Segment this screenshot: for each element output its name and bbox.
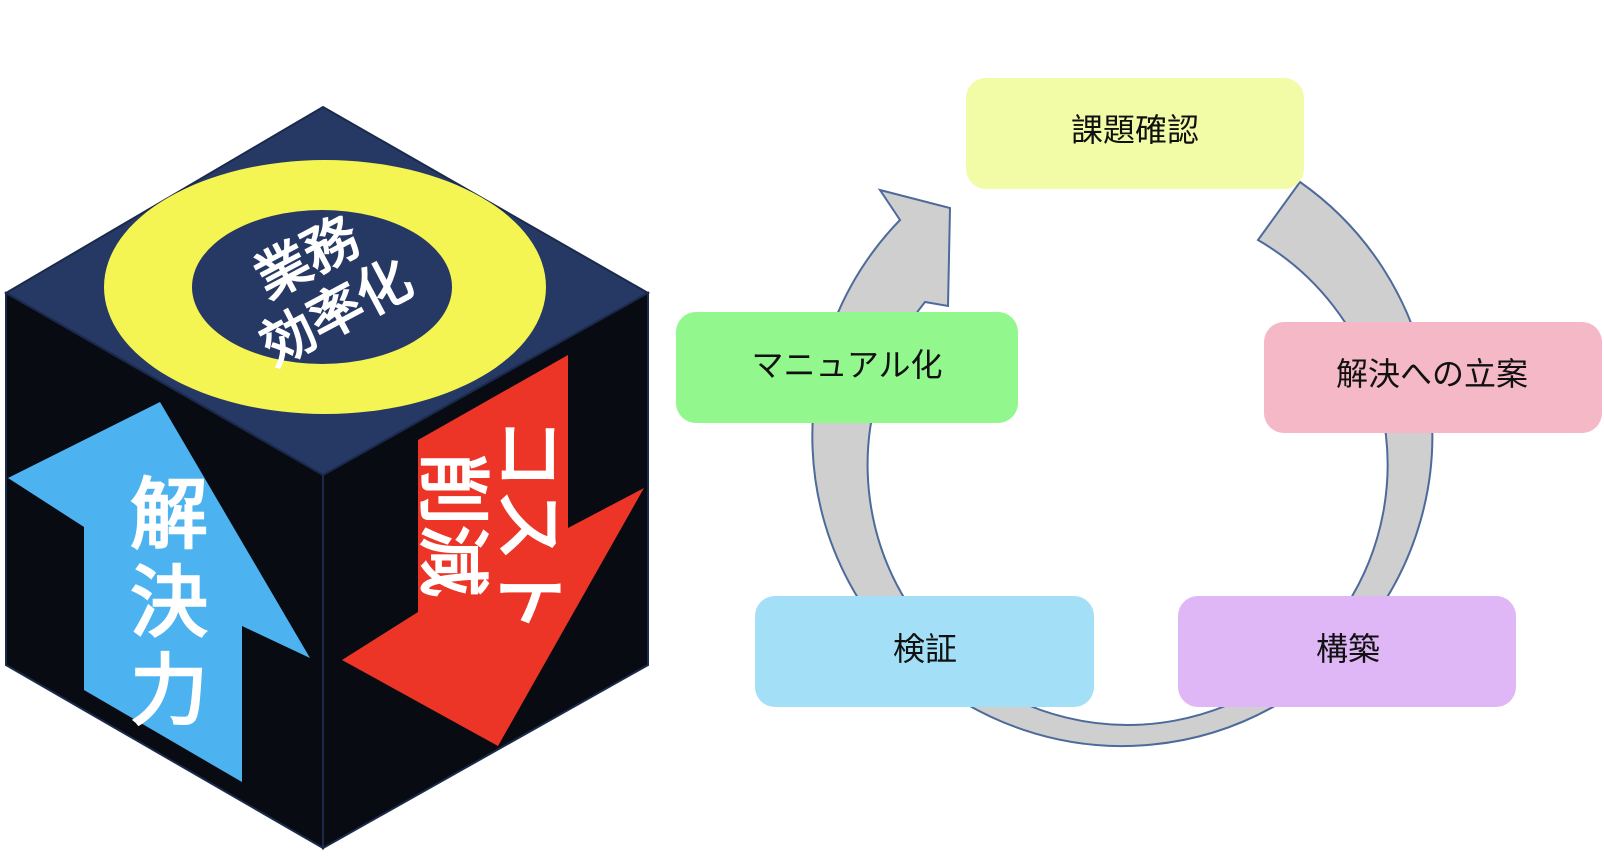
cycle-box-4-label: 検証 bbox=[893, 630, 957, 668]
cube-right-label-line2: 削減 bbox=[410, 453, 494, 597]
cycle-box-5-rect bbox=[676, 312, 1018, 423]
cycle-box-5-label: マニュアル化 bbox=[751, 346, 942, 384]
cycle-box-3-label: 構築 bbox=[1316, 630, 1380, 668]
cube-up-arrow bbox=[8, 402, 310, 782]
cycle-box-1-label: 課題確認 bbox=[1071, 111, 1199, 149]
cube-front-label-1: 解 bbox=[130, 470, 208, 560]
cycle-box-4-rect bbox=[755, 596, 1094, 707]
cycle-box-1-rect bbox=[966, 78, 1304, 189]
cycle-box-2-rect bbox=[1264, 322, 1602, 433]
cube-front-label-2: 決 bbox=[130, 558, 208, 648]
cycle-box-2: 解決への立案 bbox=[1264, 322, 1602, 433]
cube-front-label-group: 解 決 力 bbox=[130, 470, 208, 736]
cycle-box-2-label: 解決への立案 bbox=[1336, 355, 1528, 393]
cycle-box-1: 課題確認 bbox=[966, 78, 1304, 189]
cube-ring-center bbox=[192, 210, 452, 364]
cube-front-label-3: 力 bbox=[130, 646, 208, 736]
cycle-box-3-rect bbox=[1178, 596, 1516, 707]
cycle-box-5: マニュアル化 bbox=[676, 312, 1018, 423]
cube-right-label-group: コスト 削減 bbox=[410, 417, 570, 633]
cycle-box-3: 構築 bbox=[1178, 596, 1516, 707]
cycle-box-4: 検証 bbox=[755, 596, 1094, 707]
cube-right-label-line1: コスト bbox=[486, 417, 570, 633]
cube-down-arrow bbox=[342, 355, 644, 746]
